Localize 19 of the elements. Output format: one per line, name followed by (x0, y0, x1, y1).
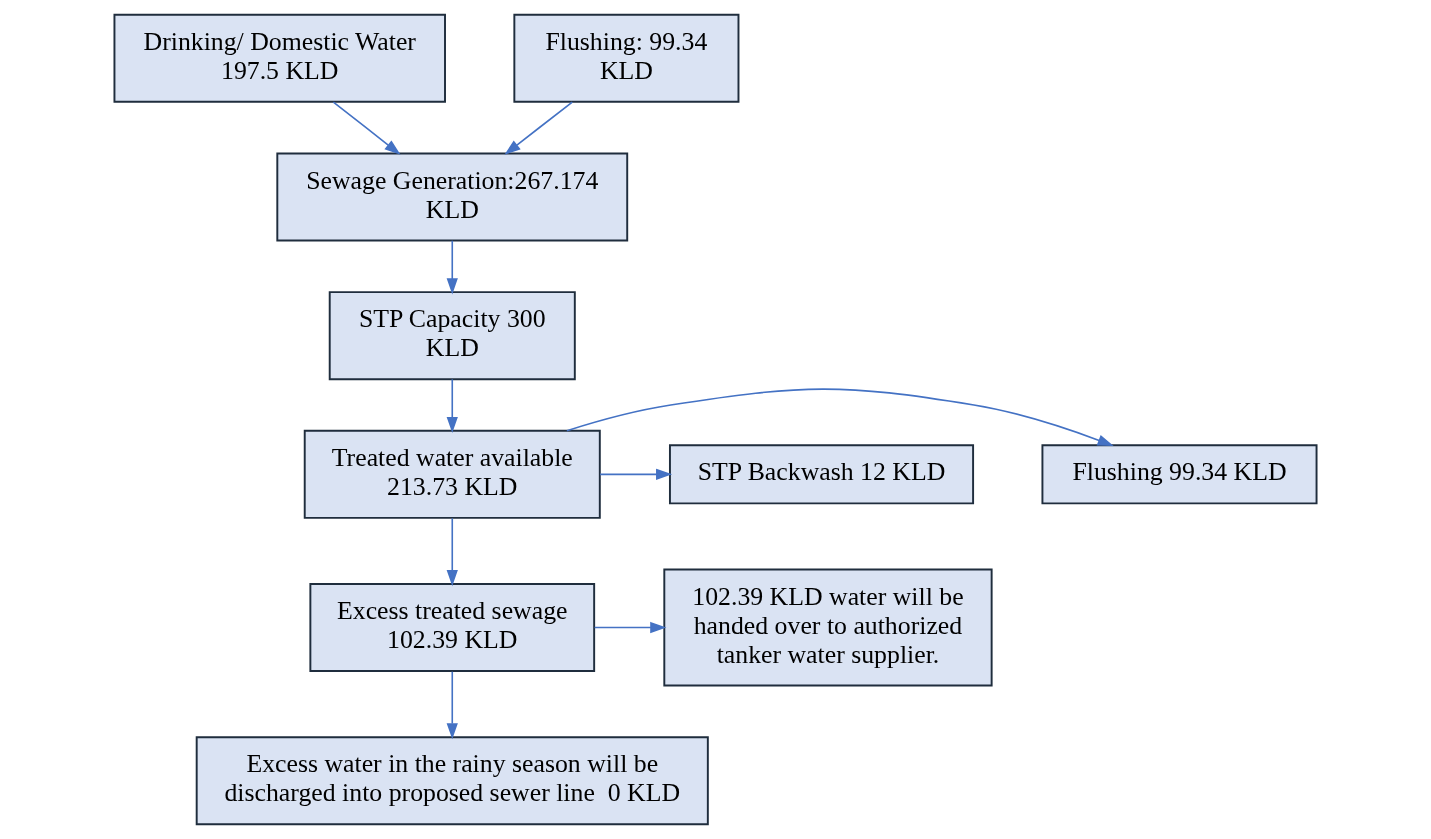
arrow (446, 517, 458, 587)
arrow (332, 101, 401, 155)
arrow (446, 378, 458, 434)
node-box: Flushing: 99.34 KLD (513, 13, 740, 103)
arrow (566, 388, 1114, 446)
arrow (504, 101, 574, 155)
node-box: Drinking/ Domestic Water 197.5 KLD (113, 13, 446, 103)
node-box: Flushing 99.34 KLD (1041, 444, 1318, 505)
arrow (446, 670, 458, 740)
node-box: Excess treated sewage 102.39 KLD (309, 583, 596, 672)
node-box: Excess water in the rainy season will be discharged into proposed sewer line 0 KLD (195, 736, 709, 826)
node-box: Sewage Generation:267.174 KLD (276, 152, 629, 242)
node-box: STP Backwash 12 KLD (669, 444, 975, 505)
arrow (599, 468, 673, 480)
arrow (446, 239, 458, 295)
node-box: Treated water available 213.73 KLD (303, 429, 601, 519)
node-box: STP Capacity 300 KLD (328, 291, 576, 381)
node-box: 102.39 KLD water will be handed over to authorized tanker water supplier. (663, 568, 993, 687)
arrow (593, 621, 667, 634)
